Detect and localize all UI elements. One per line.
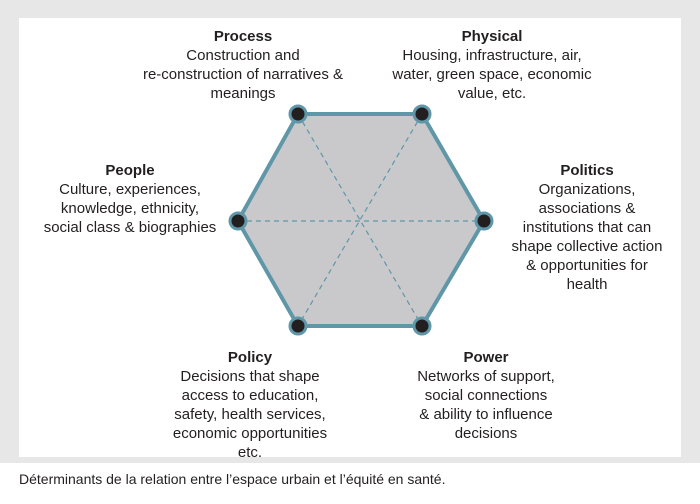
people-description: Culture, experiences, knowledge, ethnici… bbox=[43, 181, 217, 236]
power-title: Power bbox=[463, 349, 509, 366]
node-process bbox=[288, 104, 308, 124]
politics-title: Politics bbox=[560, 162, 614, 179]
process-description: Construction and re-construction of narr… bbox=[142, 47, 344, 102]
figure-caption: Déterminants de la relation entre l’espa… bbox=[19, 471, 446, 487]
hexagon-diagram bbox=[228, 104, 494, 336]
physical-description: Housing, infrastructure, air, water, gre… bbox=[392, 47, 592, 102]
power-description: Networks of support, social connections … bbox=[417, 368, 555, 442]
policy-title: Policy bbox=[227, 349, 273, 366]
politics-description: Organizations, associations & institutio… bbox=[511, 181, 663, 293]
label-people: People Culture, experiences, knowledge, … bbox=[30, 161, 230, 237]
people-title: People bbox=[105, 162, 155, 179]
node-people bbox=[228, 211, 248, 231]
figure-panel: Process Construction and re-construction… bbox=[0, 0, 700, 463]
node-politics bbox=[474, 211, 494, 231]
label-process: Process Construction and re-construction… bbox=[108, 27, 378, 103]
hexagon bbox=[235, 112, 487, 328]
label-politics: Politics Organizations, associations & i… bbox=[496, 161, 678, 294]
diagonal-line bbox=[297, 113, 423, 327]
node-power bbox=[412, 316, 432, 336]
label-policy: Policy Decisions that shape access to ed… bbox=[150, 348, 350, 462]
diagonal-line bbox=[297, 113, 423, 327]
label-physical: Physical Housing, infrastructure, air, w… bbox=[362, 27, 622, 103]
process-title: Process bbox=[213, 28, 273, 45]
label-power: Power Networks of support, social connec… bbox=[386, 348, 586, 443]
node-policy bbox=[288, 316, 308, 336]
node-physical bbox=[412, 104, 432, 124]
physical-title: Physical bbox=[461, 28, 523, 45]
policy-description: Decisions that shape access to education… bbox=[172, 368, 328, 461]
